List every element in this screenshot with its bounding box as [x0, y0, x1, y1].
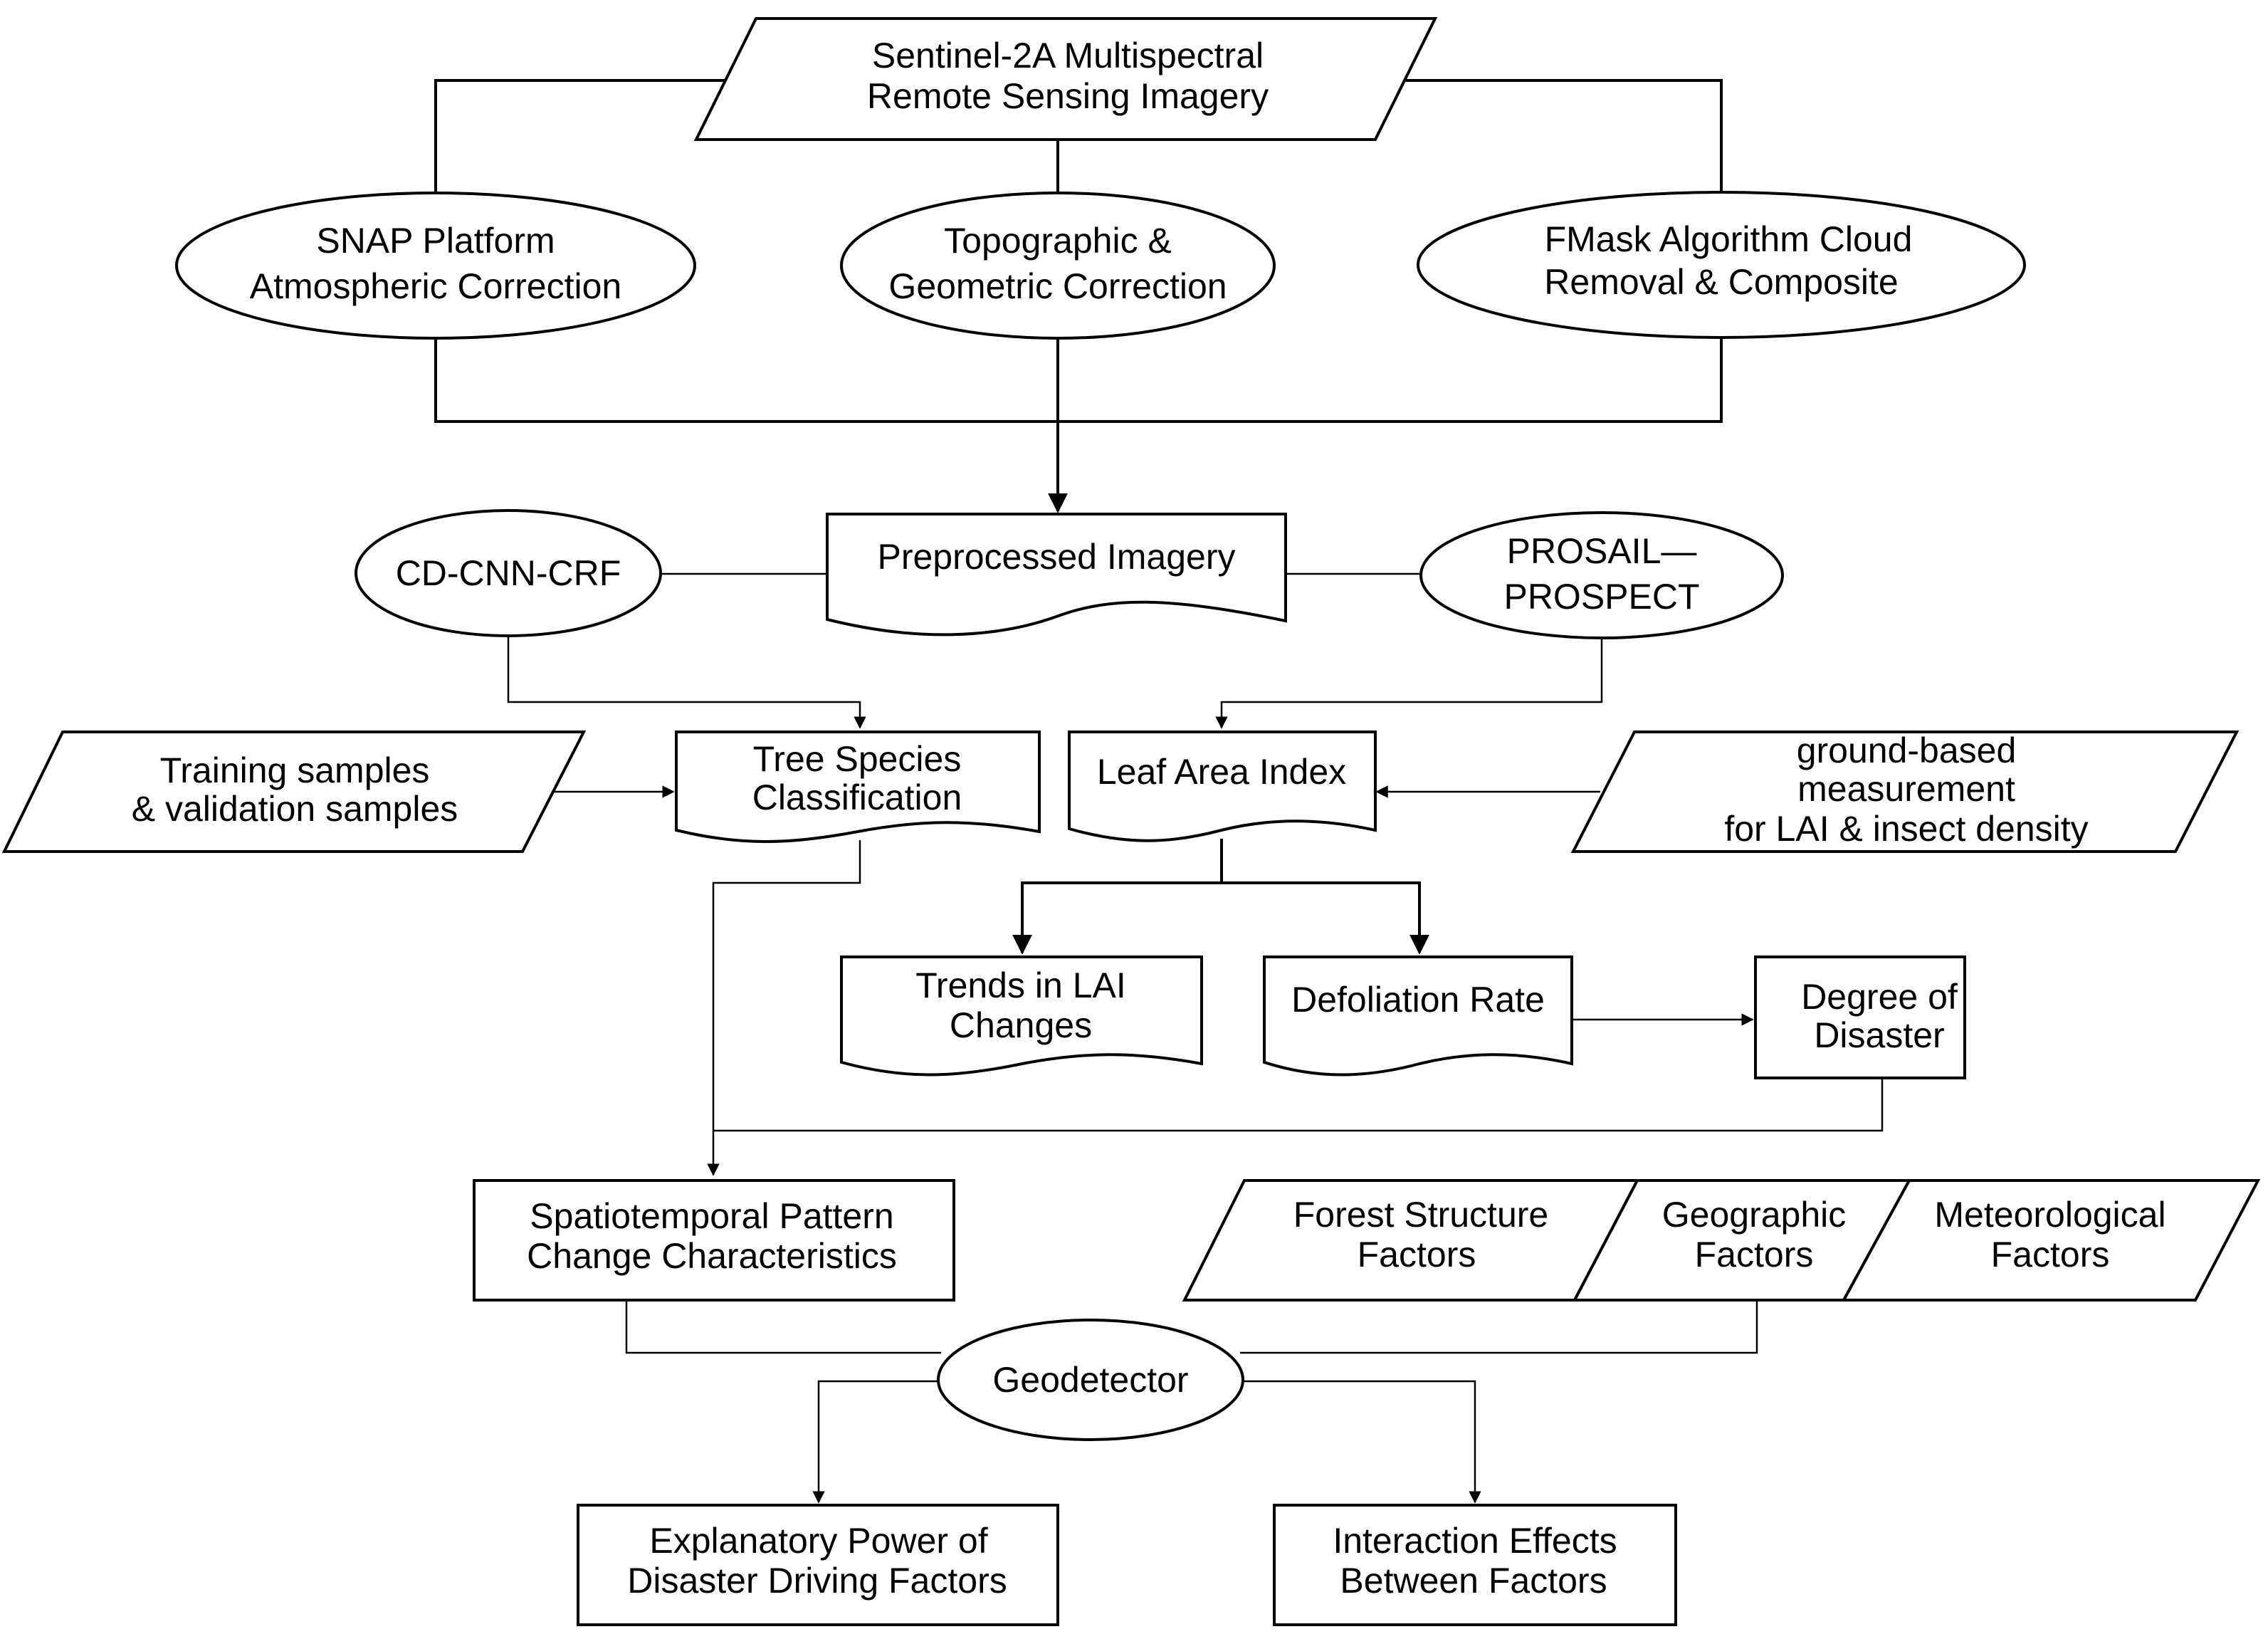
- node-ground-measurement: ground-based measurement for LAI & insec…: [1570, 731, 2240, 853]
- node-training-samples: Training samples & validation samples: [1, 731, 587, 853]
- connector-spatiotemporal-geodetector: [625, 1300, 941, 1354]
- node-fmask-cloud: FMask Algorithm Cloud Removal & Composit…: [1417, 191, 2026, 339]
- node-snap-label-2: Atmospheric Correction: [250, 266, 621, 306]
- node-training-label-2: & validation samples: [132, 789, 458, 829]
- node-leaf-area-index: Leaf Area Index: [1068, 731, 1377, 842]
- node-tree-species-label-2: Classification: [752, 777, 962, 817]
- node-degree-label-1: Degree of: [1801, 977, 1958, 1017]
- node-spatiotemporal-pattern: Spatiotemporal Pattern Change Characteri…: [473, 1179, 955, 1302]
- node-prosail-label-1: PROSAIL—: [1507, 531, 1697, 571]
- node-ground-label-1: ground-based: [1797, 731, 2017, 770]
- arrow-cdcnn-tree-species: [507, 636, 866, 729]
- node-ground-label-2: measurement: [1797, 769, 2015, 809]
- arrow-geodetector-explanatory: [812, 1380, 941, 1504]
- node-training-label-1: Training samples: [160, 750, 430, 790]
- node-geographic-factors: Geographic Factors: [1572, 1179, 1912, 1302]
- node-cdcnn-label: CD-CNN-CRF: [396, 553, 621, 593]
- node-geodetector: Geodetector: [937, 1319, 1244, 1441]
- node-spatiotemporal-label-2: Change Characteristics: [527, 1236, 897, 1276]
- node-prosail-label-2: PROSPECT: [1503, 577, 1699, 617]
- node-lai-label: Leaf Area Index: [1097, 752, 1346, 792]
- connector-degree-spatiotemporal: [713, 1079, 1884, 1132]
- node-snap-label-1: SNAP Platform: [316, 221, 555, 261]
- node-spatiotemporal-label-1: Spatiotemporal Pattern: [530, 1196, 893, 1236]
- connector-factors-geodetector: [1240, 1300, 1758, 1354]
- node-sentinel-label-2: Remote Sensing Imagery: [867, 76, 1269, 116]
- node-topographic-correction: Topographic & Geometric Correction: [840, 192, 1276, 340]
- node-forest-label-1: Forest Structure: [1293, 1195, 1548, 1235]
- node-explanatory-label-1: Explanatory Power of: [649, 1521, 987, 1561]
- connector-sentinel-fmask: [1394, 79, 1723, 194]
- node-tree-species-classification: Tree Species Classification: [675, 731, 1041, 843]
- arrow-lai-trends: [1012, 881, 1222, 955]
- node-sentinel-label-1: Sentinel-2A Multispectral: [872, 36, 1264, 75]
- node-defoliation-rate: Defoliation Rate: [1263, 955, 1573, 1077]
- node-degree-of-disaster: Degree of Disaster: [1754, 955, 1966, 1079]
- node-snap-atmospheric: SNAP Platform Atmospheric Correction: [175, 192, 696, 340]
- connectors: [434, 79, 1884, 1504]
- connector-sentinel-snap: [434, 79, 733, 194]
- node-prosail-prospect: PROSAIL— PROSPECT: [1419, 511, 1784, 639]
- node-explanatory-label-2: Disaster Driving Factors: [627, 1561, 1007, 1601]
- arrow-lai-defoliation: [1222, 881, 1429, 955]
- node-forest-label-2: Factors: [1358, 1235, 1476, 1274]
- node-geographic-label-2: Factors: [1695, 1235, 1814, 1274]
- node-fmask-label-2: Removal & Composite: [1544, 262, 1898, 302]
- arrow-tree-species-spatiotemporal: [707, 840, 861, 1176]
- node-tree-species-label-1: Tree Species: [753, 739, 962, 779]
- node-topographic-label-2: Geometric Correction: [888, 266, 1227, 306]
- node-meteorological-label-1: Meteorological: [1934, 1195, 2165, 1235]
- node-geodetector-label: Geodetector: [992, 1360, 1188, 1400]
- node-interaction-label-2: Between Factors: [1340, 1561, 1607, 1601]
- node-defoliation-label: Defoliation Rate: [1291, 980, 1545, 1020]
- node-sentinel-imagery: Sentinel-2A Multispectral Remote Sensing…: [693, 17, 1438, 141]
- node-trends-lai: Trends in LAI Changes: [840, 955, 1203, 1077]
- node-preprocessed-label: Preprocessed Imagery: [877, 537, 1235, 577]
- connector-snap-merge: [434, 337, 1723, 423]
- node-fmask-label-1: FMask Algorithm Cloud: [1545, 219, 1913, 259]
- node-degree-label-2: Disaster: [1814, 1015, 1944, 1055]
- node-explanatory-power: Explanatory Power of Disaster Driving Fa…: [577, 1504, 1059, 1626]
- node-geographic-label-1: Geographic: [1662, 1195, 1847, 1235]
- node-interaction-label-1: Interaction Effects: [1333, 1521, 1617, 1561]
- arrow-prosail-lai: [1215, 638, 1603, 729]
- node-trends-label-1: Trends in LAI: [915, 965, 1126, 1005]
- node-forest-structure-factors: Forest Structure Factors: [1182, 1179, 1640, 1302]
- node-ground-label-3: for LAI & insect density: [1724, 809, 2088, 849]
- node-topographic-label-1: Topographic &: [944, 221, 1172, 261]
- node-interaction-effects: Interaction Effects Between Factors: [1273, 1504, 1677, 1626]
- node-cd-cnn-crf: CD-CNN-CRF: [355, 509, 662, 637]
- arrow-geodetector-interaction: [1240, 1380, 1481, 1504]
- node-trends-label-2: Changes: [950, 1005, 1092, 1045]
- node-meteorological-label-2: Factors: [1991, 1235, 2110, 1274]
- node-meteorological-factors: Meteorological Factors: [1841, 1179, 2261, 1302]
- node-preprocessed-imagery: Preprocessed Imagery: [826, 513, 1287, 637]
